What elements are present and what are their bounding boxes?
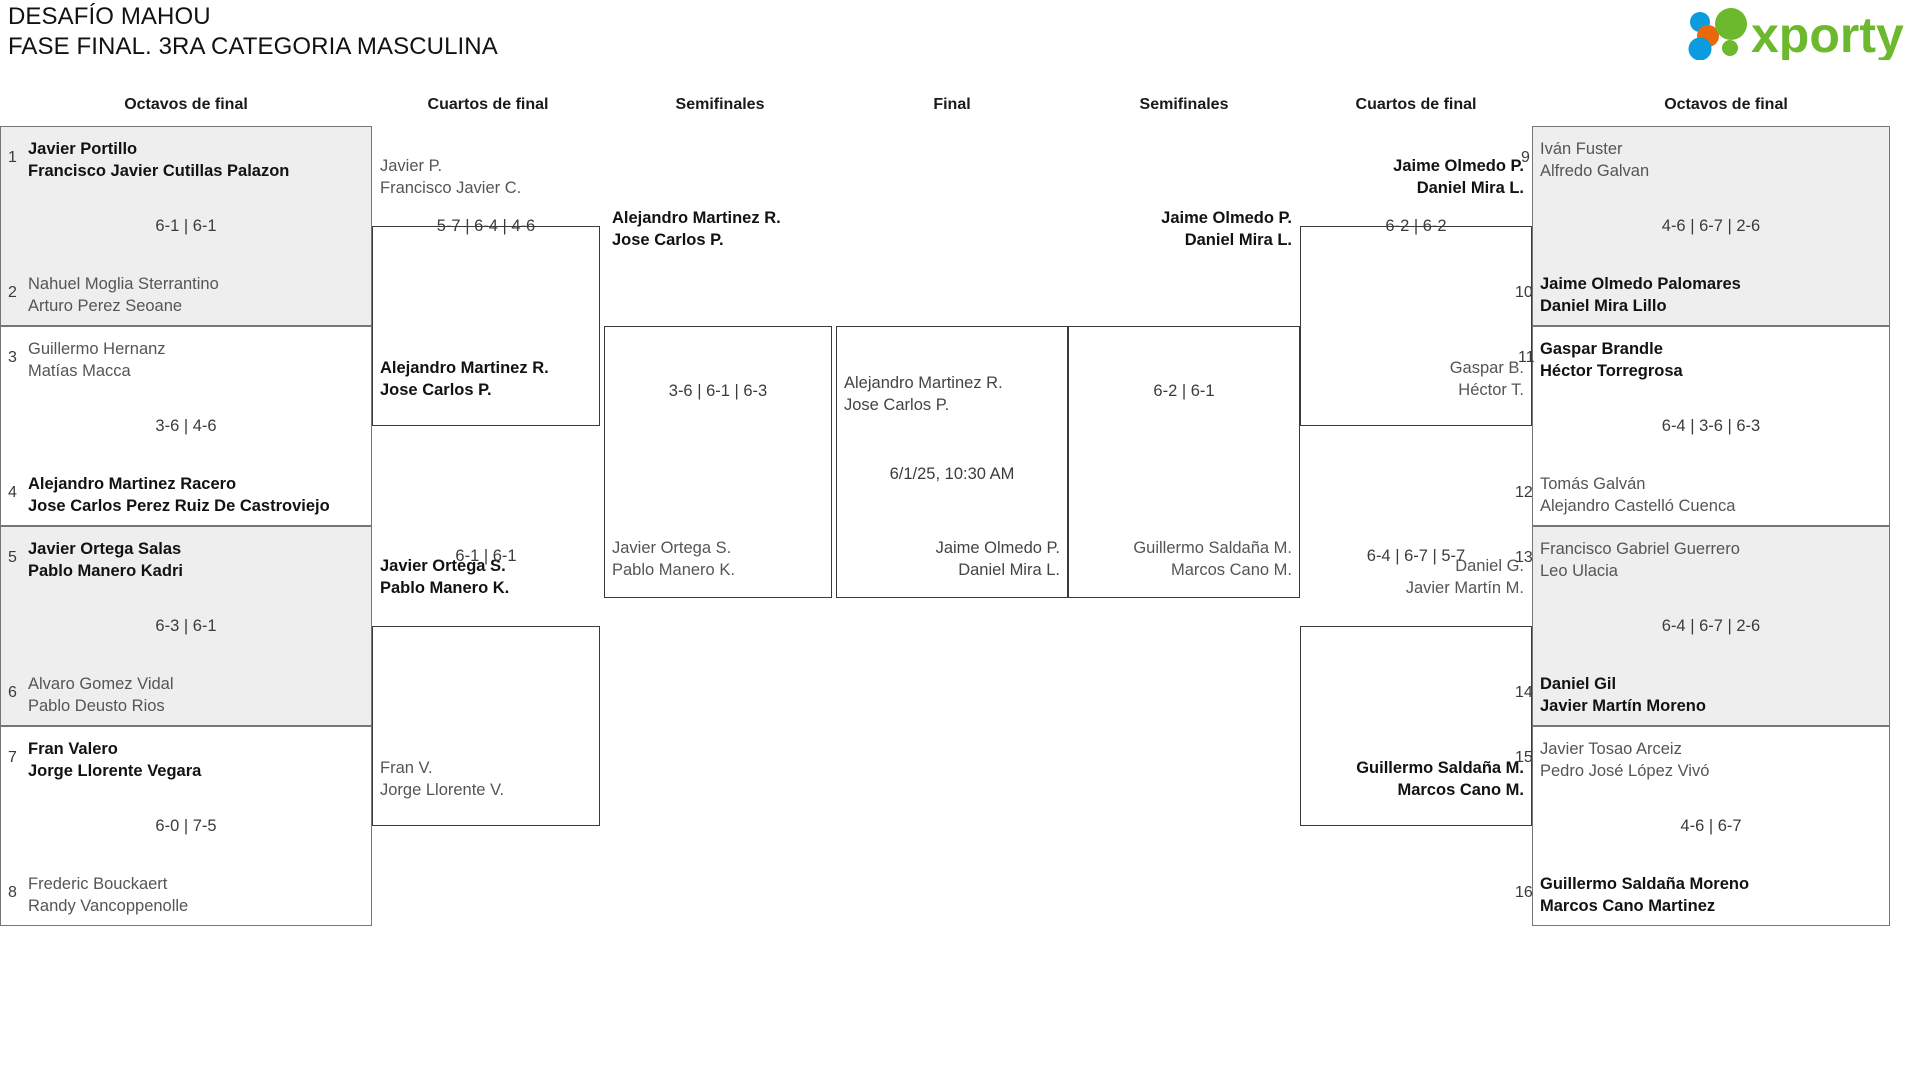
pair-box-l-r16-3[interactable] bbox=[0, 526, 372, 726]
score-r-qf-1: 6-2 | 6-2 bbox=[1385, 217, 1447, 235]
team-r-sf-1[interactable]: Jaime Olmedo P. Daniel Mira L. bbox=[1161, 209, 1292, 249]
team-r-r16-8[interactable]: Guillermo Saldaña Moreno Marcos Cano Mar… bbox=[1540, 875, 1750, 915]
team-l-qf-3[interactable]: Javier Ortega S. Pablo Manero K. bbox=[380, 557, 510, 597]
team-l-r16-2[interactable]: Nahuel Moglia Sterrantino Arturo Perez S… bbox=[28, 275, 219, 315]
pair-box-r-r16-4[interactable] bbox=[1532, 726, 1890, 926]
team-l-r16-5[interactable]: Javier Ortega Salas Pablo Manero Kadri bbox=[28, 540, 183, 580]
final-schedule: 6/1/25, 10:30 AM bbox=[889, 465, 1015, 483]
score-r-r16-1: 4-6 | 6-7 | 2-6 bbox=[1661, 217, 1761, 235]
team-l-qf-2[interactable]: Alejandro Martinez R. Jose Carlos P. bbox=[380, 359, 549, 399]
seed-5: 5 bbox=[8, 549, 17, 566]
team-r-r16-4[interactable]: Tomás Galván Alejandro Castelló Cuenca bbox=[1540, 475, 1736, 515]
team-l-sf-1[interactable]: Alejandro Martinez R. Jose Carlos P. bbox=[612, 209, 781, 249]
pair-box-r-r16-2[interactable] bbox=[1532, 326, 1890, 526]
round-header-r16-right: Octavos de final bbox=[1664, 96, 1788, 113]
logo-dot-green-small bbox=[1722, 40, 1738, 56]
score-r-sf-1: 6-2 | 6-1 bbox=[1153, 382, 1215, 400]
round-header-qf-right: Cuartos de final bbox=[1355, 96, 1477, 113]
team-r-r16-3[interactable]: Gaspar Brandle Héctor Torregrosa bbox=[1540, 340, 1683, 380]
seed-11: 11 bbox=[1518, 349, 1535, 366]
score-l-r16-2: 3-6 | 4-6 bbox=[155, 417, 217, 435]
team-r-sf-2[interactable]: Guillermo Saldaña M. Marcos Cano M. bbox=[1133, 539, 1292, 579]
round-header-qf-left: Cuartos de final bbox=[427, 96, 549, 113]
conn-box-r-qf-1[interactable] bbox=[1300, 226, 1532, 426]
pair-box-r-r16-1[interactable] bbox=[1532, 126, 1890, 326]
team-r-r16-7[interactable]: Javier Tosao Arceiz Pedro José López Viv… bbox=[1540, 740, 1710, 780]
team-r-r16-5[interactable]: Francisco Gabriel Guerrero Leo Ulacia bbox=[1540, 540, 1740, 580]
logo-wordmark: xporty bbox=[1751, 7, 1904, 60]
team-l-r16-8[interactable]: Frederic Bouckaert Randy Vancoppenolle bbox=[28, 875, 189, 915]
pair-box-l-r16-2[interactable] bbox=[0, 326, 372, 526]
score-l-r16-4: 6-0 | 7-5 bbox=[155, 817, 217, 835]
seed-15: 15 bbox=[1515, 749, 1533, 766]
seed-4: 4 bbox=[8, 484, 17, 501]
team-l-r16-3[interactable]: Guillermo Hernanz Matías Macca bbox=[28, 340, 166, 380]
team-l-r16-7[interactable]: Fran Valero Jorge Llorente Vegara bbox=[28, 740, 202, 780]
team-r-r16-1[interactable]: Iván Fuster Alfredo Galvan bbox=[1540, 140, 1650, 180]
logo-dot-green-big bbox=[1715, 8, 1747, 40]
team-r-qf-1[interactable]: Jaime Olmedo P. Daniel Mira L. bbox=[1393, 157, 1524, 197]
pair-box-l-r16-4[interactable] bbox=[0, 726, 372, 926]
team-r-qf-4[interactable]: Guillermo Saldaña M. Marcos Cano M. bbox=[1356, 759, 1524, 799]
score-l-qf-2: 6-1 | 6-1 bbox=[455, 547, 517, 565]
pair-box-l-r16-1[interactable] bbox=[0, 126, 372, 326]
seed-12: 12 bbox=[1515, 484, 1533, 501]
score-l-sf-1: 3-6 | 6-1 | 6-3 bbox=[668, 382, 768, 400]
seed-7: 7 bbox=[8, 749, 17, 766]
round-header-sf-left: Semifinales bbox=[675, 96, 765, 113]
conn-box-l-qf-2[interactable] bbox=[372, 626, 600, 826]
conn-box-l-qf-1[interactable] bbox=[372, 226, 600, 426]
logo-dot-blue-bottom bbox=[1688, 37, 1712, 60]
team-final-bottom[interactable]: Jaime Olmedo P. Daniel Mira L. bbox=[935, 539, 1060, 579]
seed-16: 16 bbox=[1515, 884, 1533, 901]
seed-10: 10 bbox=[1515, 284, 1533, 301]
team-r-qf-2[interactable]: Gaspar B. Héctor T. bbox=[1449, 359, 1524, 399]
team-l-r16-6[interactable]: Alvaro Gomez Vidal Pablo Deusto Rios bbox=[28, 675, 174, 715]
score-r-qf-2: 6-4 | 6-7 | 5-7 bbox=[1366, 547, 1466, 565]
title-line-2: FASE FINAL. 3RA CATEGORIA MASCULINA bbox=[8, 33, 498, 60]
round-header-r16-left: Octavos de final bbox=[124, 96, 248, 113]
xporty-logo: xporty bbox=[1683, 4, 1908, 60]
conn-box-r-sf-1[interactable] bbox=[1068, 326, 1300, 598]
round-header-sf-right: Semifinales bbox=[1139, 96, 1229, 113]
team-r-r16-6[interactable]: Daniel Gil Javier Martín Moreno bbox=[1540, 675, 1706, 715]
team-r-r16-2[interactable]: Jaime Olmedo Palomares Daniel Mira Lillo bbox=[1540, 275, 1741, 315]
score-l-qf-1: 5-7 | 6-4 | 4-6 bbox=[436, 217, 536, 235]
seed-1: 1 bbox=[8, 149, 17, 166]
score-r-r16-3: 6-4 | 6-7 | 2-6 bbox=[1661, 617, 1761, 635]
conn-box-l-sf-1[interactable] bbox=[604, 326, 832, 598]
seed-6: 6 bbox=[8, 684, 17, 701]
team-l-r16-1[interactable]: Javier Portillo Francisco Javier Cutilla… bbox=[28, 140, 290, 180]
score-r-r16-2: 6-4 | 3-6 | 6-3 bbox=[1661, 417, 1761, 435]
title-line-1: DESAFÍO MAHOU bbox=[8, 3, 211, 30]
round-header-final: Final bbox=[933, 96, 971, 113]
conn-box-r-qf-2[interactable] bbox=[1300, 626, 1532, 826]
score-l-r16-3: 6-3 | 6-1 bbox=[155, 617, 217, 635]
team-l-qf-4[interactable]: Fran V. Jorge Llorente V. bbox=[380, 759, 505, 799]
team-l-r16-4[interactable]: Alejandro Martinez Racero Jose Carlos Pe… bbox=[28, 475, 330, 515]
seed-9: 9 bbox=[1521, 149, 1530, 166]
page-title: DESAFÍO MAHOU FASE FINAL. 3RA CATEGORIA … bbox=[8, 2, 498, 62]
seed-3: 3 bbox=[8, 349, 17, 366]
seed-8: 8 bbox=[8, 884, 17, 901]
seed-14: 14 bbox=[1515, 684, 1533, 701]
conn-box-final[interactable] bbox=[836, 326, 1068, 598]
team-final-top[interactable]: Alejandro Martinez R. Jose Carlos P. bbox=[844, 374, 1003, 414]
score-l-r16-1: 6-1 | 6-1 bbox=[155, 217, 217, 235]
team-l-qf-1[interactable]: Javier P. Francisco Javier C. bbox=[380, 157, 522, 197]
team-l-sf-2[interactable]: Javier Ortega S. Pablo Manero K. bbox=[612, 539, 735, 579]
seed-2: 2 bbox=[8, 284, 17, 301]
score-r-r16-4: 4-6 | 6-7 bbox=[1680, 817, 1742, 835]
pair-box-r-r16-3[interactable] bbox=[1532, 526, 1890, 726]
team-r-qf-3[interactable]: Daniel G. Javier Martín M. bbox=[1405, 557, 1524, 597]
seed-13: 13 bbox=[1515, 549, 1533, 566]
